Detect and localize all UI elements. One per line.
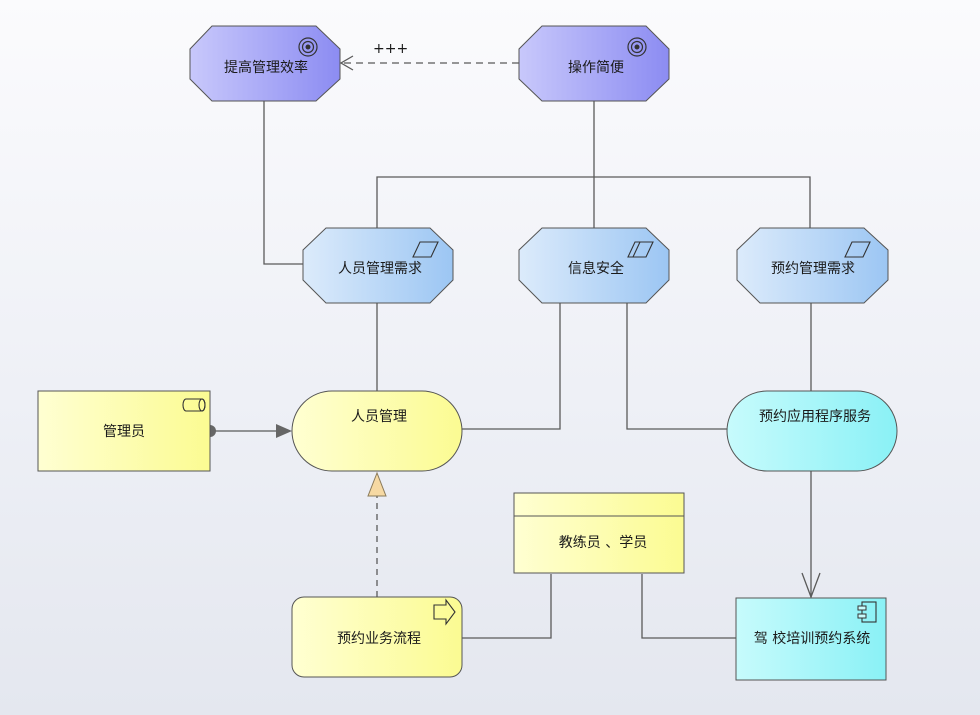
process-booking-node[interactable]: 预约业务流程 [291, 596, 463, 678]
goal-efficiency-node[interactable]: 提高管理效率 [189, 25, 341, 102]
goal-icon [627, 37, 647, 57]
goal-icon [298, 37, 318, 57]
goal-easy-node[interactable]: 操作简便 [518, 25, 670, 102]
process-arrow-icon [433, 598, 456, 626]
influence-label: +++ [373, 41, 408, 57]
req-booking-label: 预约管理需求 [771, 261, 855, 277]
req-security-node[interactable]: 信息安全 [518, 227, 670, 304]
open-arrowhead [801, 572, 821, 599]
process-booking-label: 预约业务流程 [337, 631, 421, 647]
object-roles-label: 教练员 、学员 [559, 535, 647, 551]
requirement-icon [412, 241, 439, 258]
role-icon [182, 398, 206, 412]
goal-efficiency-label: 提高管理效率 [224, 59, 308, 76]
req-security-to-app-service-line[interactable] [626, 303, 727, 430]
service-personnel-node[interactable]: 人员管理 [291, 390, 463, 472]
object-roles-node[interactable]: 教练员 、学员 [513, 492, 685, 574]
object-to-component-line[interactable] [641, 574, 736, 639]
actor-admin-label: 管理员 [103, 424, 145, 440]
req-personnel-node[interactable]: 人员管理需求 [302, 227, 454, 304]
service-app-label: 预约应用程序服务 [759, 408, 871, 425]
req-personnel-label: 人员管理需求 [338, 261, 422, 277]
constraint-icon [627, 241, 654, 258]
requirements-bus-line[interactable] [376, 176, 811, 228]
req-security-label: 信息安全 [568, 260, 624, 277]
connectors [210, 55, 821, 639]
realization-arrowhead [367, 471, 387, 497]
service-app-node[interactable]: 预约应用程序服务 [726, 390, 898, 472]
service-personnel-label: 人员管理 [351, 409, 407, 425]
req-booking-node[interactable]: 预约管理需求 [736, 227, 889, 304]
process-to-object-line[interactable] [462, 574, 552, 639]
component-icon [857, 601, 877, 623]
assignment-arrowhead [276, 424, 292, 438]
influence-arrowhead [339, 55, 354, 71]
component-system-label: 驾 校培训预约系统 [754, 630, 870, 647]
req-security-to-service-personnel-line[interactable] [462, 303, 561, 430]
actor-admin-node[interactable]: 管理员 [37, 390, 211, 472]
goal-easy-label: 操作简便 [568, 59, 624, 76]
requirement-icon [844, 241, 871, 258]
component-system-node[interactable]: 驾 校培训预约系统 [735, 597, 887, 681]
goal-efficiency-to-req-personnel-line[interactable] [263, 101, 303, 265]
